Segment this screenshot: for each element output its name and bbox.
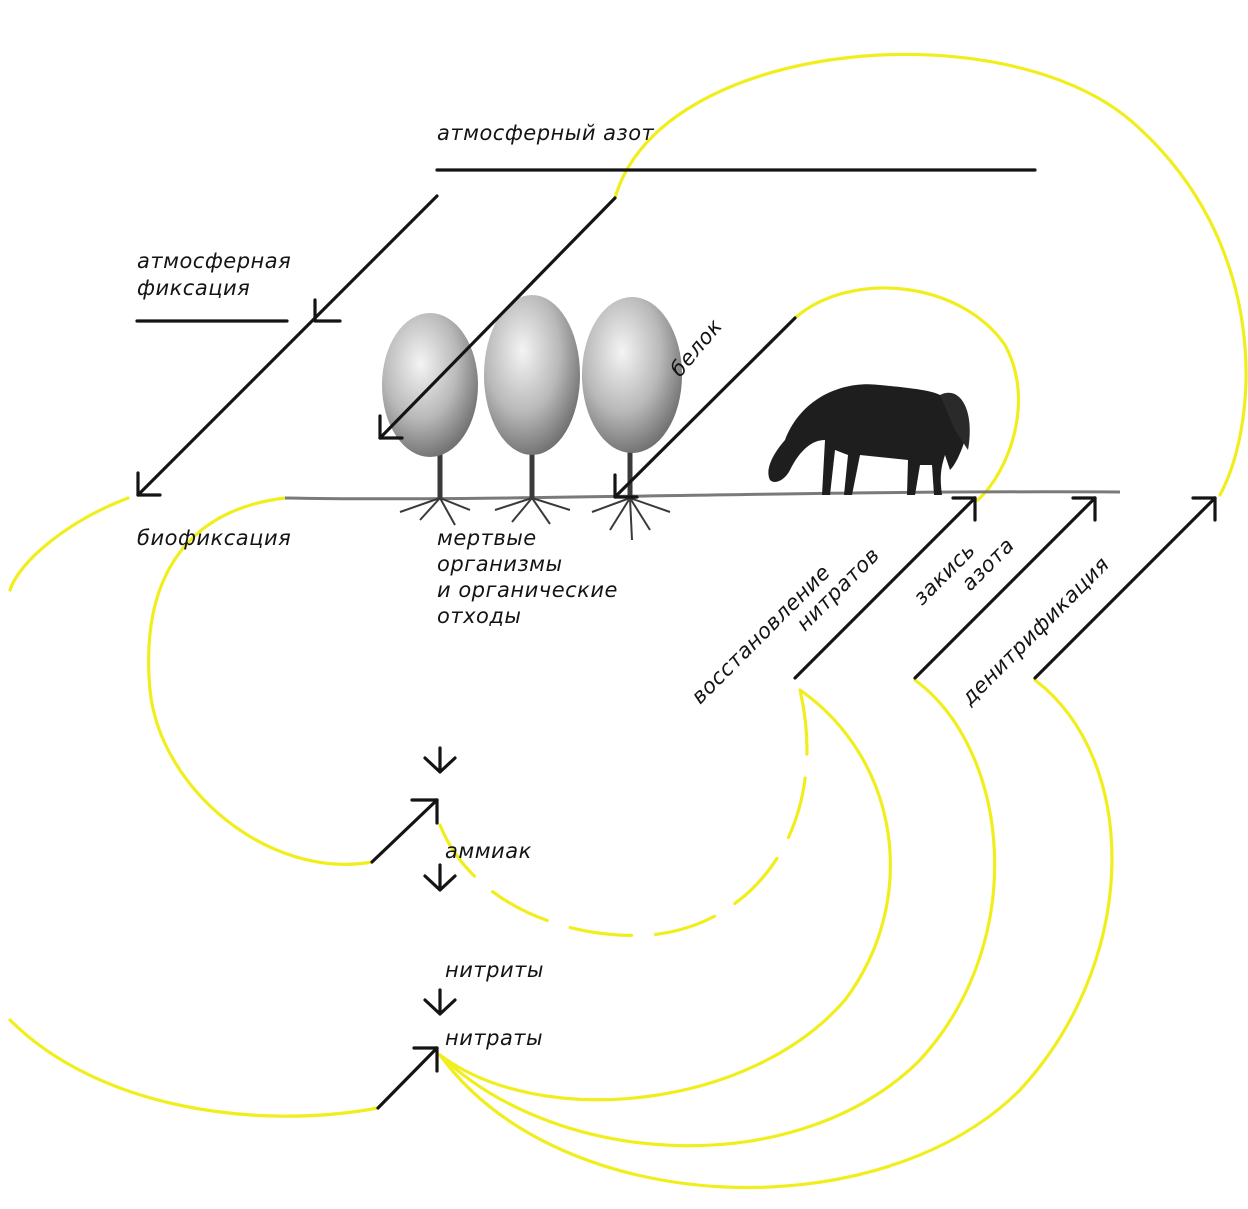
label-dead-organisms-4: отходы: [437, 604, 521, 628]
arrow-into-nitrates: [378, 1048, 437, 1108]
arc-nitrates-left: [10, 1020, 378, 1116]
arc-biofixation-left: [10, 498, 128, 590]
arc-biofixation-ammonia: [149, 498, 372, 864]
arrow-into-ammonia: [372, 800, 437, 862]
label-nitrate-reduction-1: восстановление: [687, 560, 836, 709]
label-atmospheric-fixation-1: атмосферная: [137, 249, 291, 273]
labels: атмосферный азот атмосферная фиксация би…: [137, 121, 1114, 1050]
label-atmospheric-fixation-2: фиксация: [137, 276, 250, 300]
tree-3: [582, 297, 682, 498]
arc-nitrous-oxide: [440, 680, 995, 1146]
label-atmospheric-nitrogen: атмосферный азот: [437, 121, 655, 145]
arrow-ammonia-to-nitrites: [425, 865, 455, 890]
horse: [768, 384, 969, 495]
ink-lines: [137, 170, 1215, 1108]
arc-denitrification: [440, 680, 1112, 1187]
label-nitrites: нитриты: [445, 958, 544, 982]
label-dead-organisms-1: мертвые: [437, 526, 537, 550]
arrow-down-to-ammonia: [425, 748, 455, 772]
label-ammonia: аммиак: [445, 839, 532, 863]
arrow-nitrites-to-nitrates: [425, 990, 455, 1014]
trees: [382, 295, 682, 498]
ground: [285, 492, 1120, 540]
arc-ammonia-dashed: [440, 690, 807, 935]
label-dead-organisms-3: и органические: [437, 578, 618, 602]
tree-1: [382, 313, 478, 498]
label-nitrates: нитраты: [445, 1026, 543, 1050]
tree-2: [484, 295, 580, 498]
atmospheric-fixation-mark: [315, 300, 340, 321]
label-dead-organisms-2: организмы: [437, 552, 563, 576]
label-biofixation: биофиксация: [137, 526, 291, 550]
